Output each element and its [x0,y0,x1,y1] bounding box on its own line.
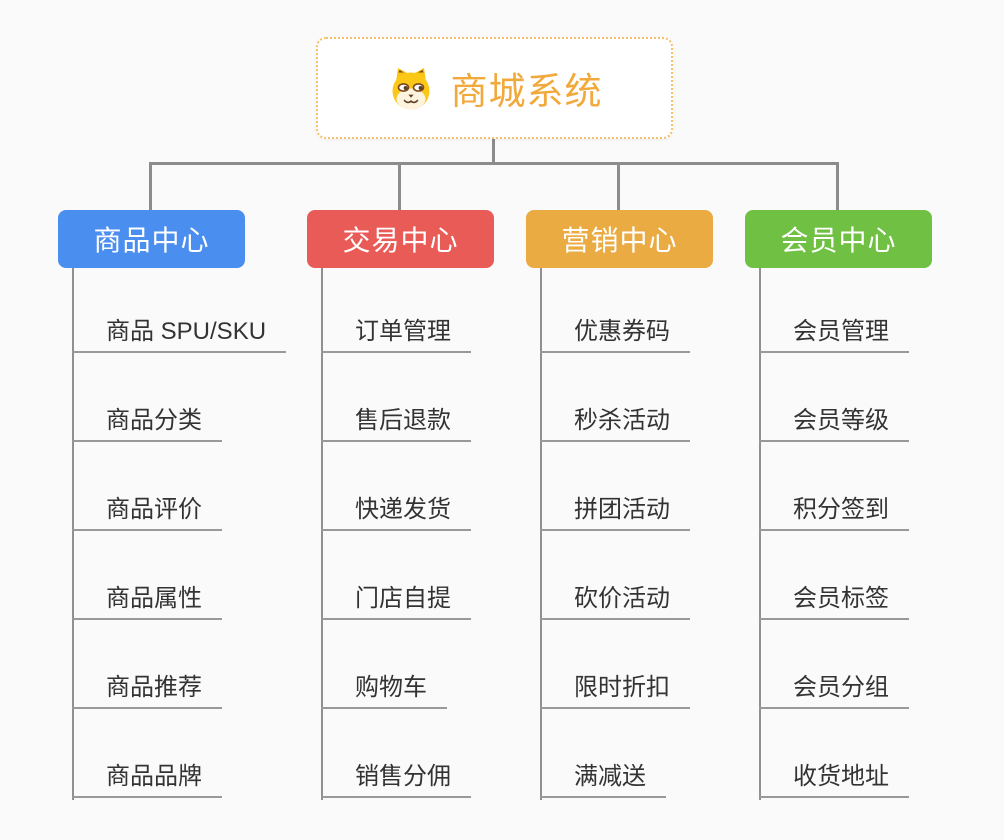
connector-drop-member [836,162,839,210]
spine-product [72,268,74,800]
connector-drop-trade [398,162,401,210]
dog-icon [392,68,429,110]
branch-label: 商品中心 [93,225,210,256]
branch-node-trade[interactable]: 交易中心 [307,210,494,268]
spine-trade [321,268,323,800]
leaf-node[interactable]: 商品分类 [72,406,222,442]
leaf-node[interactable]: 商品评价 [72,495,222,531]
leaf-node[interactable]: 会员等级 [759,406,909,442]
leaf-node[interactable]: 限时折扣 [540,673,690,709]
branch-label: 营销中心 [561,225,678,256]
leaf-node[interactable]: 快递发货 [321,495,471,531]
leaf-node[interactable]: 销售分佣 [321,762,471,798]
root-node[interactable]: 商城系统 [316,37,673,139]
connector-drop-marketing [617,162,620,210]
leaf-node[interactable]: 商品品牌 [72,762,222,798]
leaf-node[interactable]: 商品推荐 [72,673,222,709]
leaf-node[interactable]: 拼团活动 [540,495,690,531]
leaf-node[interactable]: 会员管理 [759,317,909,353]
leaf-node[interactable]: 商品 SPU/SKU [72,317,287,353]
leaf-node[interactable]: 门店自提 [321,584,471,620]
branch-label: 会员中心 [780,225,897,256]
leaf-node[interactable]: 满减送 [540,762,666,798]
leaf-node[interactable]: 砍价活动 [540,584,690,620]
leaf-node[interactable]: 收货地址 [759,762,909,798]
connector-drop-product [149,162,152,210]
leaf-node[interactable]: 会员分组 [759,673,909,709]
branch-node-member[interactable]: 会员中心 [745,210,932,268]
connector-root-stub [492,139,495,165]
root-title: 商城系统 [450,71,603,112]
leaf-node[interactable]: 购物车 [321,673,447,709]
leaf-node[interactable]: 商品属性 [72,584,222,620]
spine-member [759,268,761,800]
leaf-node[interactable]: 会员标签 [759,584,909,620]
branch-node-marketing[interactable]: 营销中心 [526,210,713,268]
leaf-node[interactable]: 优惠券码 [540,317,690,353]
leaf-node[interactable]: 积分签到 [759,495,909,531]
leaf-node[interactable]: 订单管理 [321,317,471,353]
connector-trunk [149,162,839,165]
spine-marketing [540,268,542,800]
leaf-node[interactable]: 秒杀活动 [540,406,690,442]
branch-node-product[interactable]: 商品中心 [58,210,245,268]
leaf-node[interactable]: 售后退款 [321,406,471,442]
branch-label: 交易中心 [342,225,459,256]
